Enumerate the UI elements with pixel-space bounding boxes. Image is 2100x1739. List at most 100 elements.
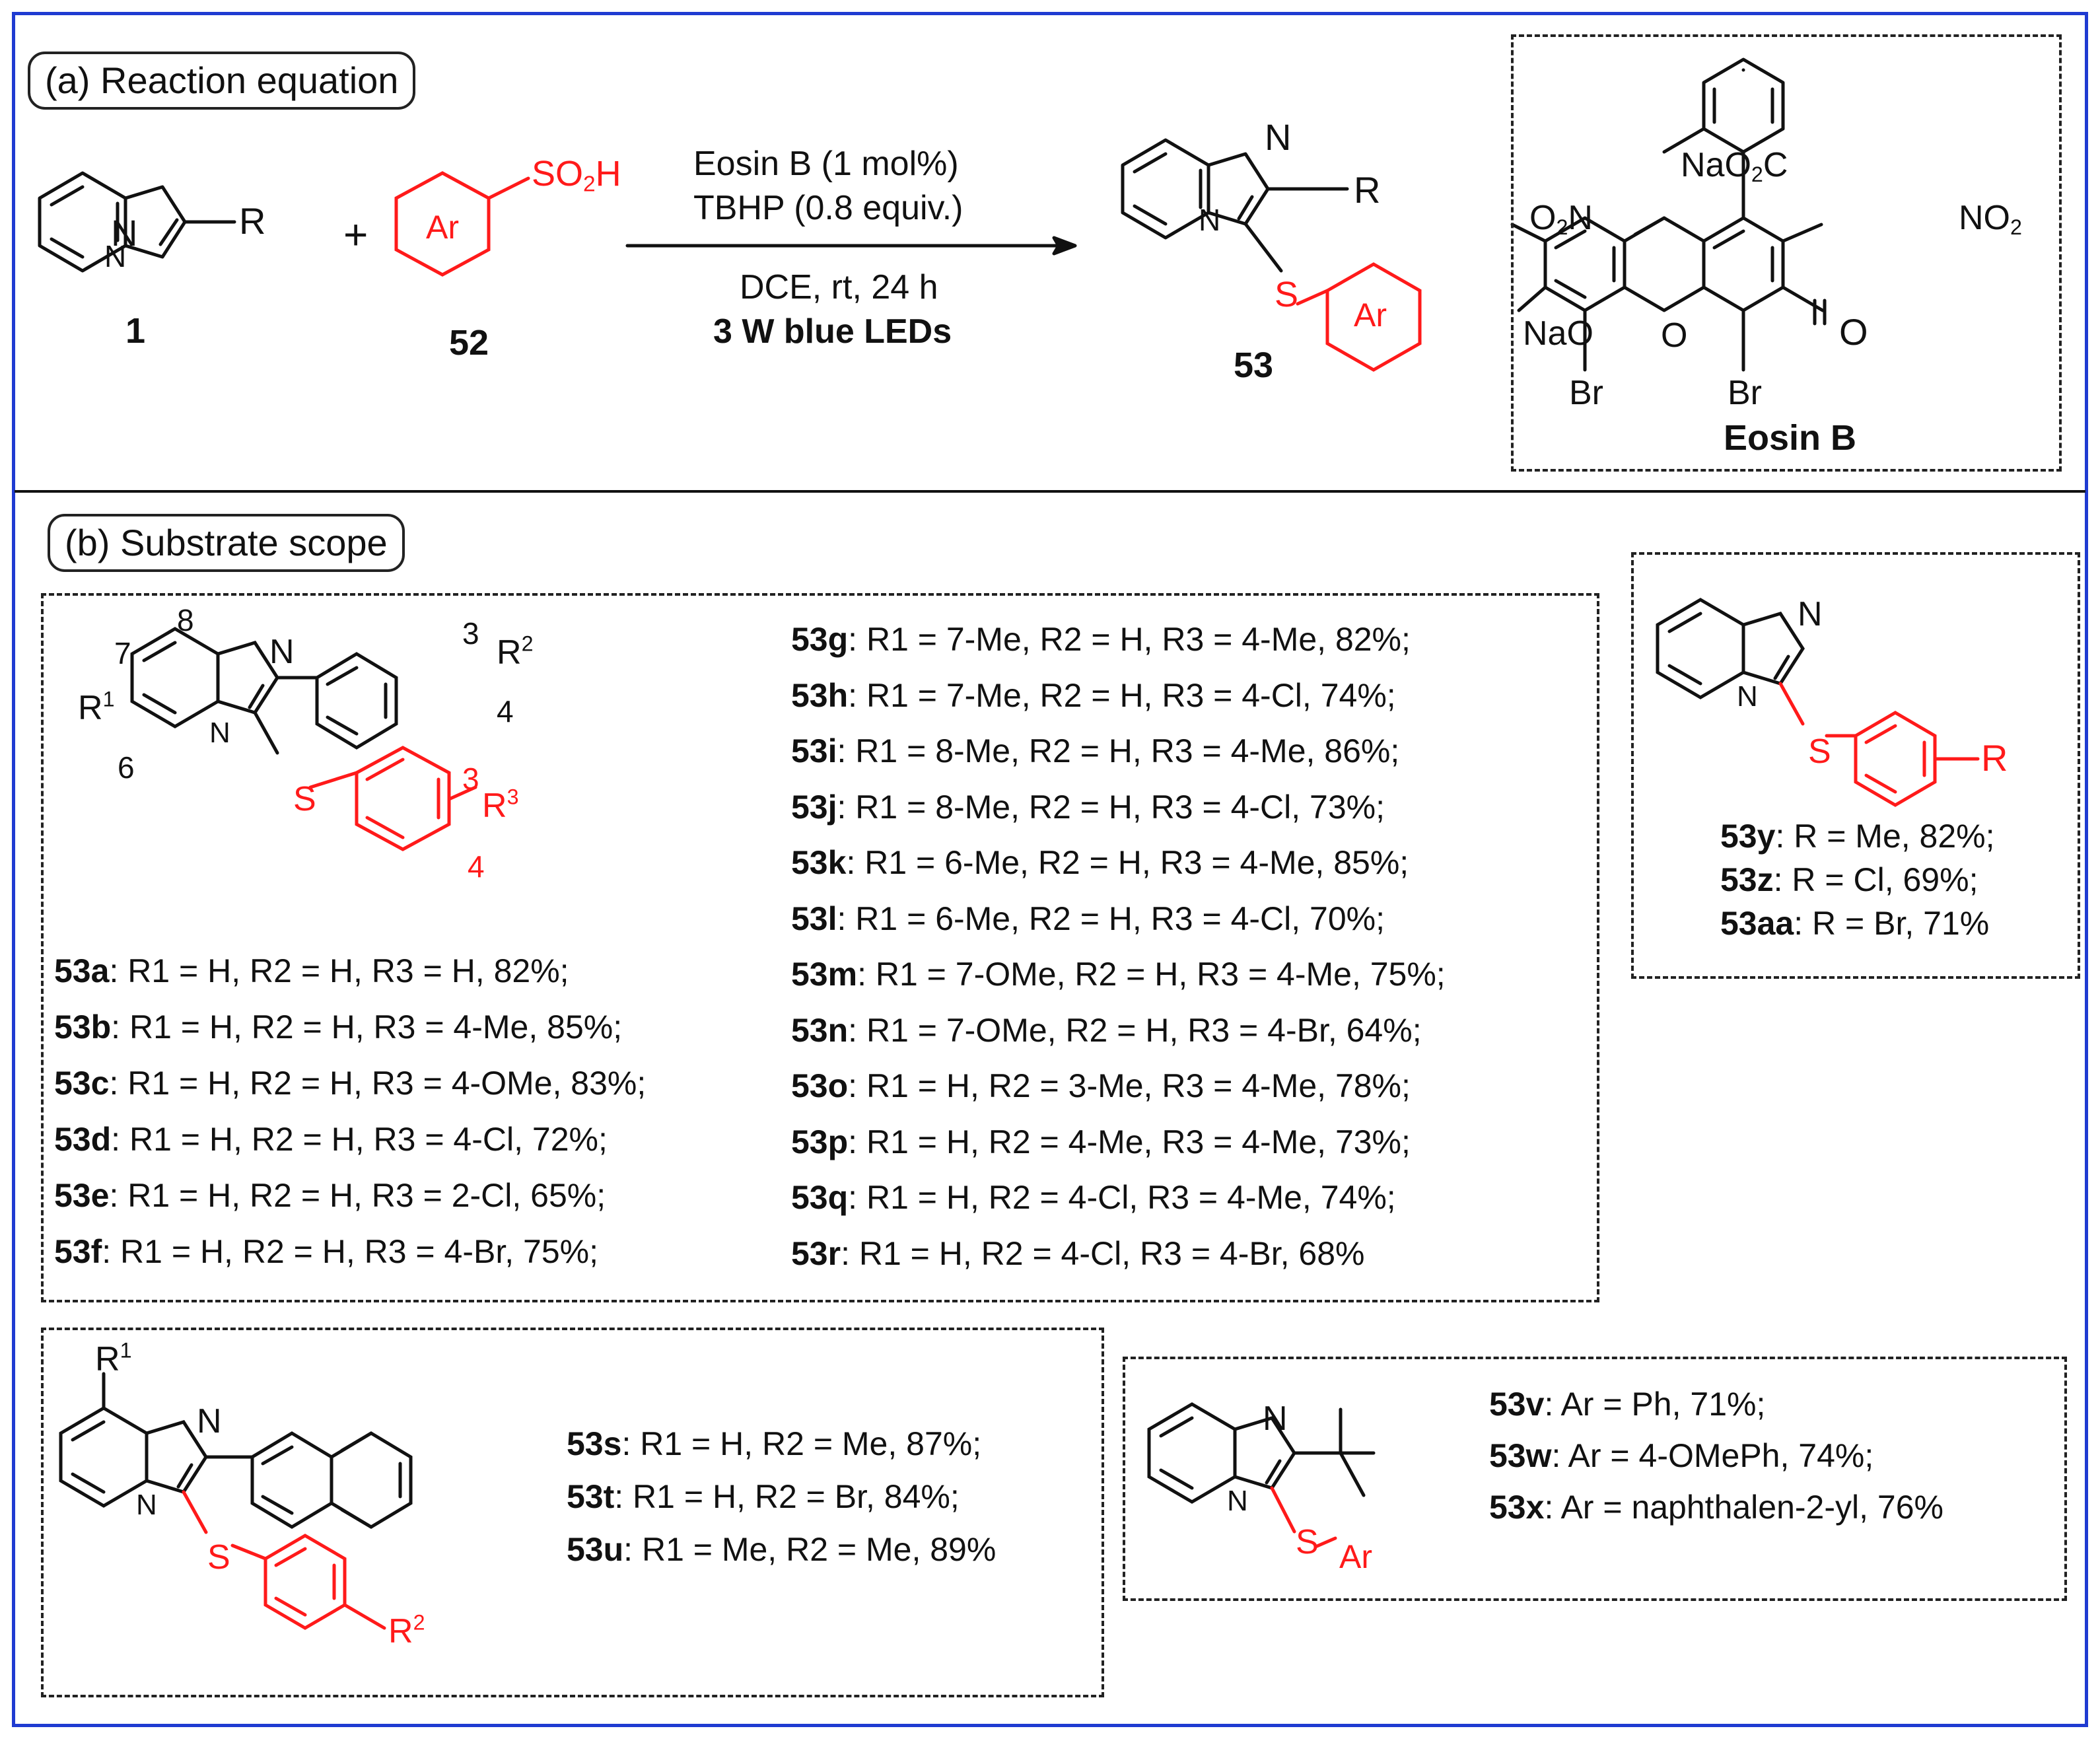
sodium-carboxylate-label: NaO2C: [1681, 146, 1788, 187]
compound-id: 53q: [791, 1179, 849, 1216]
scope-box-tertbutyl: [1123, 1357, 2067, 1601]
compound-id: 53k: [791, 844, 847, 881]
r2-label: R2: [388, 1610, 425, 1650]
entry-conditions: : R1 = 7-Me, R2 = H, R3 = 4-Cl, 74%;: [848, 676, 1396, 714]
entry-conditions: : R = Me, 82%;: [1775, 818, 1995, 855]
compound-id: 53d: [54, 1121, 112, 1158]
compound-id: 53f: [54, 1233, 102, 1270]
compound-id: 53n: [791, 1011, 849, 1049]
scope-entry-53d: 53d: R1 = H, R2 = H, R3 = 4-Cl, 72%;: [54, 1119, 608, 1159]
entry-conditions: : R1 = 8-Me, R2 = H, R3 = 4-Cl, 73%;: [837, 788, 1385, 826]
compound-id: 53e: [54, 1177, 110, 1214]
scope-entry-53f: 53f: R1 = H, R2 = H, R3 = 4-Br, 75%;: [54, 1232, 598, 1271]
section-a-label: (a) Reaction equation: [28, 52, 416, 110]
scope-entry-53e: 53e: R1 = H, R2 = H, R3 = 2-Cl, 65%;: [54, 1176, 606, 1215]
ring-oxygen-label: O: [1661, 316, 1688, 355]
compound-id: 53z: [1720, 861, 1774, 898]
structure-53y: [1656, 598, 1980, 807]
plus-sign: +: [343, 211, 368, 258]
compound-1-label: 1: [125, 311, 146, 351]
ar-label: Ar: [426, 209, 459, 246]
condition-oxidant: TBHP (0.8 equiv.): [693, 189, 963, 227]
entry-conditions: : R1 = H, R2 = 4-Cl, R3 = 4-Br, 68%: [841, 1234, 1365, 1272]
compound-53-label: 53: [1234, 345, 1274, 385]
entry-conditions: : R1 = 7-OMe, R2 = H, R3 = 4-Br, 64%;: [848, 1011, 1422, 1049]
sulfur-label: S: [1296, 1523, 1319, 1561]
reaction-scheme: [38, 57, 1827, 372]
scope-entry-53r: 53r: R1 = H, R2 = 4-Cl, R3 = 4-Br, 68%: [791, 1234, 1364, 1273]
entry-conditions: : R1 = H, R2 = Me, 87%;: [621, 1425, 982, 1462]
scope-box-unsubstituted: [1631, 552, 2080, 979]
entry-conditions: : R1 = H, R2 = H, R3 = 2-Cl, 65%;: [109, 1177, 606, 1214]
scope-entry-53h: 53h: R1 = 7-Me, R2 = H, R3 = 4-Cl, 74%;: [791, 676, 1396, 715]
compound-id: 53r: [791, 1234, 841, 1272]
compound-id: 53j: [791, 788, 837, 826]
position-4-label: 4: [468, 849, 485, 884]
scope-entry-53y: 53y: R = Me, 82%;: [1720, 816, 1995, 856]
structure-53s: [59, 1372, 413, 1630]
eosin-b-box: [1511, 34, 2062, 472]
carbonyl-oxygen-label: O: [1839, 311, 1868, 353]
entry-conditions: : R1 = H, R2 = 4-Me, R3 = 4-Me, 73%;: [848, 1123, 1411, 1160]
compound-id: 53b: [54, 1009, 112, 1046]
scope-entry-53q: 53q: R1 = H, R2 = 4-Cl, R3 = 4-Me, 74%;: [791, 1178, 1396, 1217]
r2-label: R2: [497, 631, 534, 672]
entry-conditions: : R1 = H, R2 = H, R3 = 4-Cl, 72%;: [111, 1121, 608, 1158]
compound-id: 53o: [791, 1067, 849, 1104]
scope-box-general: [41, 593, 1599, 1302]
scope-box-naphthyl: [41, 1328, 1104, 1697]
entry-conditions: : R1 = 8-Me, R2 = H, R3 = 4-Me, 86%;: [837, 732, 1400, 769]
r1-label: R1: [78, 687, 115, 727]
r1-label: R1: [95, 1338, 132, 1378]
n-label: N: [136, 1489, 157, 1521]
entry-conditions: : R1 = 7-OMe, R2 = H, R3 = 4-Me, 75%;: [857, 956, 1446, 993]
entry-conditions: : Ar = 4-OMePh, 74%;: [1551, 1437, 1874, 1474]
bromine-label: Br: [1569, 374, 1603, 412]
compound-id: 53g: [791, 621, 849, 658]
section-divider: [15, 490, 2085, 493]
scope-entry-53z: 53z: R = Cl, 69%;: [1720, 860, 1978, 900]
n-label: N: [1199, 203, 1221, 237]
position-3-label: 3: [462, 762, 479, 796]
ar-label: Ar: [1354, 297, 1387, 334]
n-label: N: [1798, 595, 1823, 633]
scope-entry-53n: 53n: R1 = 7-OMe, R2 = H, R3 = 4-Br, 64%;: [791, 1011, 1422, 1050]
compound-id: 53p: [791, 1123, 849, 1160]
entry-conditions: : R1 = H, R2 = H, R3 = 4-OMe, 83%;: [109, 1065, 647, 1102]
scope-entry-53c: 53c: R1 = H, R2 = H, R3 = 4-OMe, 83%;: [54, 1063, 646, 1103]
scope-entry-53p: 53p: R1 = H, R2 = 4-Me, R3 = 4-Me, 73%;: [791, 1122, 1411, 1162]
compound-id: 53x: [1489, 1489, 1545, 1526]
ar-label: Ar: [1339, 1538, 1372, 1575]
scope-entry-53j: 53j: R1 = 8-Me, R2 = H, R3 = 4-Cl, 73%;: [791, 787, 1385, 827]
outer-frame: [12, 12, 2088, 1727]
scope-entry-53s: 53s: R1 = H, R2 = Me, 87%;: [567, 1424, 981, 1464]
n-label: N: [104, 239, 127, 273]
n-label: N: [1263, 1400, 1288, 1438]
sodium-oxide-label: NaO: [1523, 314, 1593, 353]
compound-id: 53a: [54, 952, 110, 989]
n-label: N: [1265, 116, 1292, 158]
r-label: R: [1354, 169, 1381, 211]
bromine-label: Br: [1728, 374, 1762, 412]
scope-entry-53l: 53l: R1 = 6-Me, R2 = H, R3 = 4-Cl, 70%;: [791, 899, 1385, 939]
scope-entry-53t: 53t: R1 = H, R2 = Br, 84%;: [567, 1477, 960, 1516]
compound-id: 53l: [791, 900, 837, 937]
nitro-label: O2N: [1529, 199, 1593, 240]
scope-entry-53b: 53b: R1 = H, R2 = H, R3 = 4-Me, 85%;: [54, 1007, 622, 1047]
entry-conditions: : R1 = 7-Me, R2 = H, R3 = 4-Me, 82%;: [848, 621, 1411, 658]
compound-id: 53w: [1489, 1437, 1552, 1474]
scope-entry-53i: 53i: R1 = 8-Me, R2 = H, R3 = 4-Me, 86%;: [791, 731, 1399, 771]
compound-id: 53h: [791, 676, 849, 714]
entry-conditions: : Ar = naphthalen-2-yl, 76%: [1544, 1489, 1943, 1526]
scope-entry-53o: 53o: R1 = H, R2 = 3-Me, R3 = 4-Me, 78%;: [791, 1066, 1411, 1106]
scope-entry-53m: 53m: R1 = 7-OMe, R2 = H, R3 = 4-Me, 75%;: [791, 954, 1446, 994]
entry-conditions: : R = Cl, 69%;: [1773, 861, 1978, 898]
scope-entry-53u: 53u: R1 = Me, R2 = Me, 89%: [567, 1530, 996, 1569]
scope-entry-53aa: 53aa: R = Br, 71%: [1720, 904, 1989, 943]
r3-label: R3: [482, 785, 519, 825]
n-label: N: [1227, 1485, 1248, 1517]
structure-53v: [1147, 1402, 1376, 1549]
entry-conditions: : R1 = 6-Me, R2 = H, R3 = 4-Cl, 70%;: [837, 900, 1385, 937]
position-4-label: 4: [497, 694, 514, 728]
position-3-label: 3: [462, 616, 479, 651]
